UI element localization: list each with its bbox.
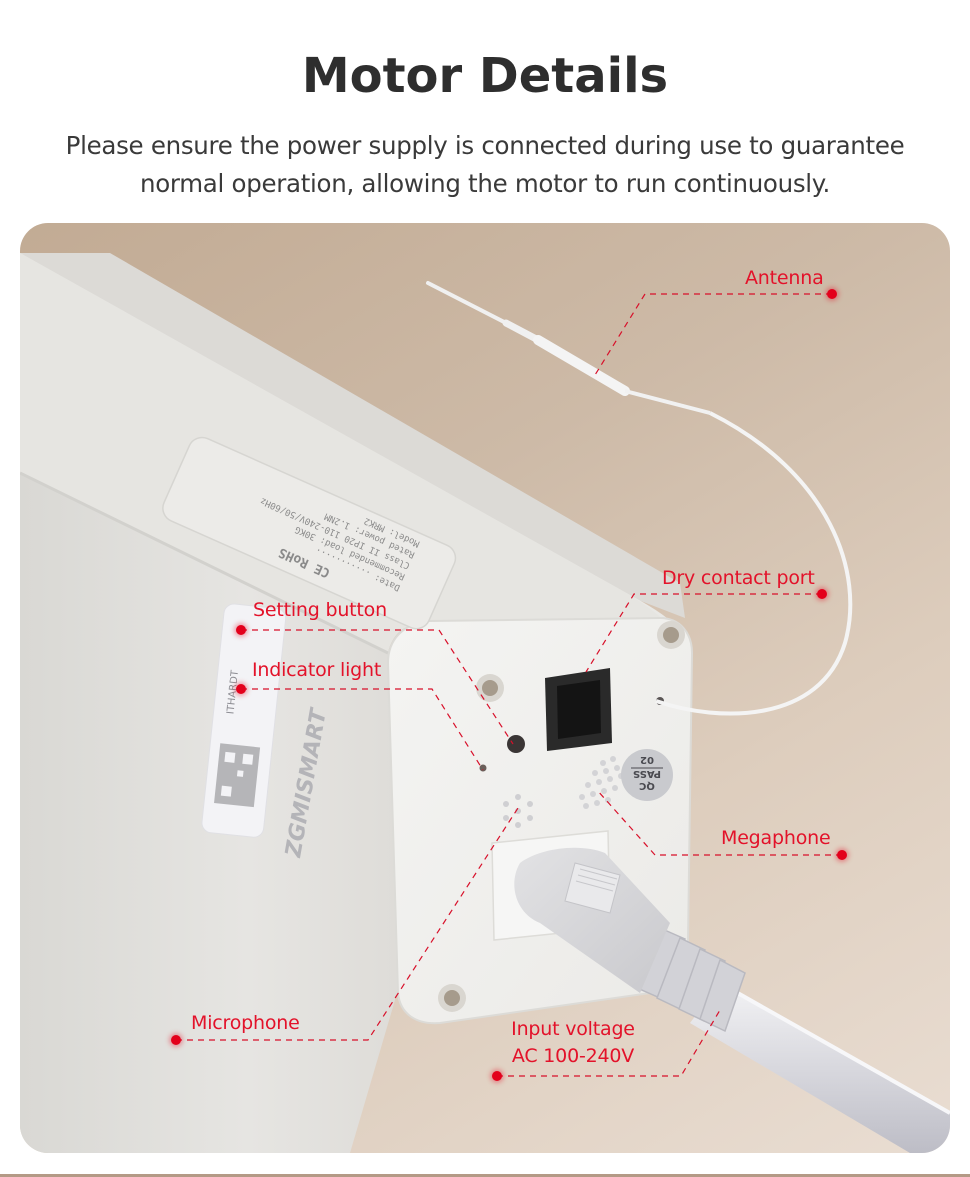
motor-illustration: CE RoHS Date: ........... Recommended lo… bbox=[20, 253, 950, 1153]
svg-text:PASS: PASS bbox=[633, 768, 661, 779]
page-title: Motor Details bbox=[301, 48, 669, 104]
indicator-light-hole bbox=[479, 764, 487, 772]
svg-text:02: 02 bbox=[640, 754, 654, 765]
subtitle-line-1: Please ensure the power supply is connec… bbox=[65, 131, 905, 160]
svg-text:ITHARDT: ITHARDT bbox=[225, 669, 241, 715]
bottom-divider bbox=[0, 1174, 970, 1177]
product-image-panel: CE RoHS Date: ........... Recommended lo… bbox=[20, 223, 950, 1153]
qc-sticker: QC PASS 02 bbox=[621, 749, 673, 801]
page-subtitle: Please ensure the power supply is connec… bbox=[40, 127, 930, 203]
dry-contact-port-shape bbox=[545, 668, 612, 751]
setting-button-hole bbox=[507, 735, 525, 753]
svg-text:QC: QC bbox=[639, 780, 655, 791]
subtitle-line-2: normal operation, allowing the motor to … bbox=[139, 169, 830, 198]
